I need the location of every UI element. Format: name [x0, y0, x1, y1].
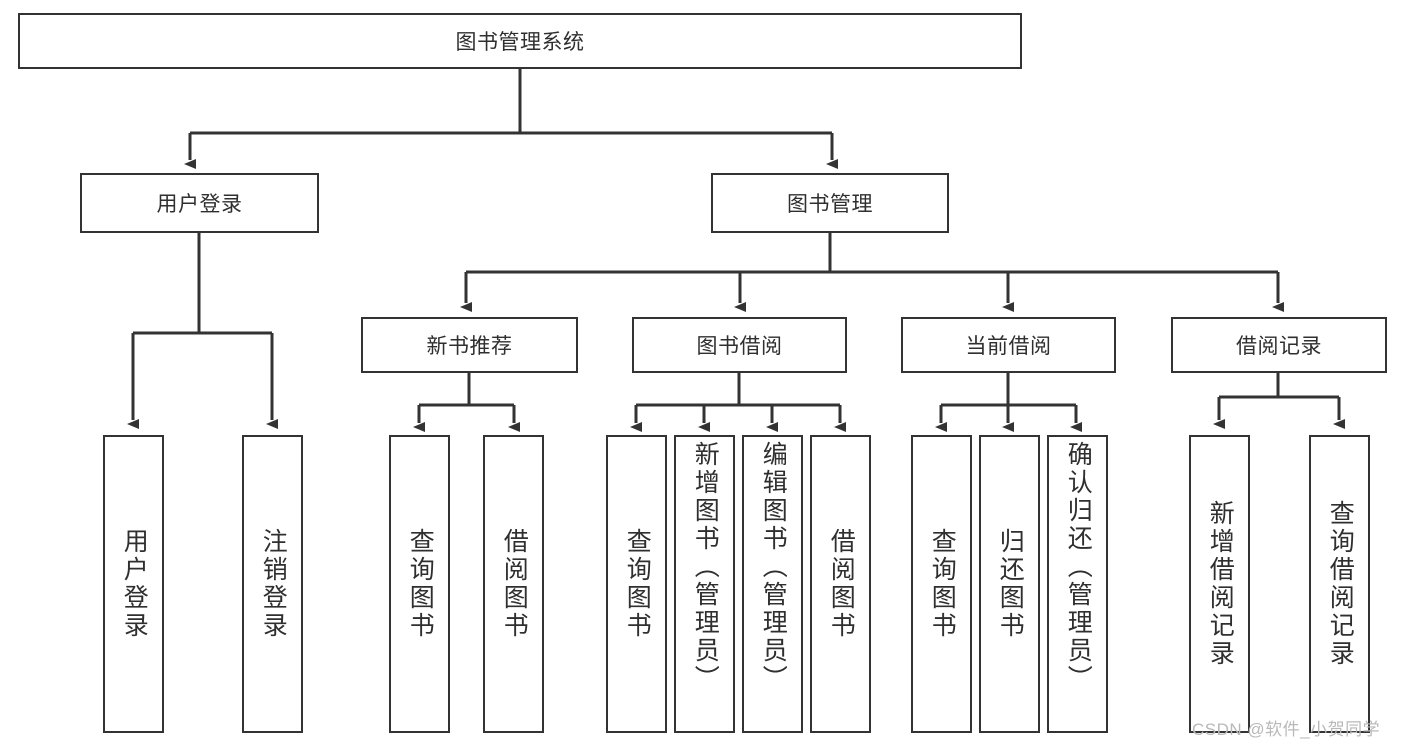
node-leaf-edit-book[interactable]: 编辑图书（管理员）: [742, 435, 803, 733]
node-leaf-borrow-book-1[interactable]: 借阅图书: [483, 435, 544, 733]
node-label: 新增借阅记录: [1206, 500, 1235, 668]
node-leaf-add-book[interactable]: 新增图书（管理员）: [674, 435, 735, 733]
node-label: 注销登录: [259, 528, 288, 640]
node-leaf-user-login[interactable]: 用户登录: [103, 435, 164, 733]
node-label: 确认归还（管理员）: [1064, 441, 1093, 693]
node-leaf-add-record[interactable]: 新增借阅记录: [1189, 435, 1250, 733]
node-label: 编辑图书（管理员）: [759, 441, 788, 693]
node-leaf-query-book-3[interactable]: 查询图书: [911, 435, 972, 733]
node-label: 图书管理: [787, 193, 873, 216]
node-leaf-confirm-return[interactable]: 确认归还（管理员）: [1047, 435, 1108, 733]
node-label: 借阅记录: [1236, 335, 1322, 358]
node-user-login[interactable]: 用户登录: [80, 173, 319, 233]
node-label: 图书管理系统: [455, 31, 585, 54]
node-label: 查询图书: [928, 528, 957, 640]
node-label: 借阅图书: [500, 528, 529, 640]
node-label: 新增图书（管理员）: [691, 441, 720, 693]
node-leaf-query-book-1[interactable]: 查询图书: [389, 435, 450, 733]
node-current-borrow[interactable]: 当前借阅: [901, 317, 1116, 373]
node-label: 借阅图书: [827, 528, 856, 640]
node-label: 查询图书: [406, 528, 435, 640]
node-label: 归还图书: [996, 528, 1025, 640]
node-label: 图书借阅: [696, 335, 783, 358]
node-book-manage[interactable]: 图书管理: [711, 173, 949, 233]
node-label: 用户登录: [156, 193, 243, 216]
node-leaf-query-record[interactable]: 查询借阅记录: [1309, 435, 1370, 733]
node-book-borrow[interactable]: 图书借阅: [632, 317, 847, 373]
node-leaf-logout-login[interactable]: 注销登录: [242, 435, 303, 733]
node-leaf-query-book-2[interactable]: 查询图书: [606, 435, 667, 733]
node-root-system[interactable]: 图书管理系统: [18, 13, 1022, 69]
node-label: 查询图书: [623, 528, 652, 640]
node-new-book-recommend[interactable]: 新书推荐: [361, 317, 578, 373]
node-label: 查询借阅记录: [1326, 500, 1355, 668]
node-borrow-record[interactable]: 借阅记录: [1171, 317, 1387, 373]
node-label: 用户登录: [120, 528, 149, 640]
node-leaf-return-book[interactable]: 归还图书: [979, 435, 1040, 733]
csdn-watermark: CSDN @软件_小贺同学: [1192, 720, 1381, 739]
node-label: 新书推荐: [426, 335, 513, 358]
node-label: 当前借阅: [965, 335, 1052, 358]
node-leaf-borrow-book-2[interactable]: 借阅图书: [810, 435, 871, 733]
